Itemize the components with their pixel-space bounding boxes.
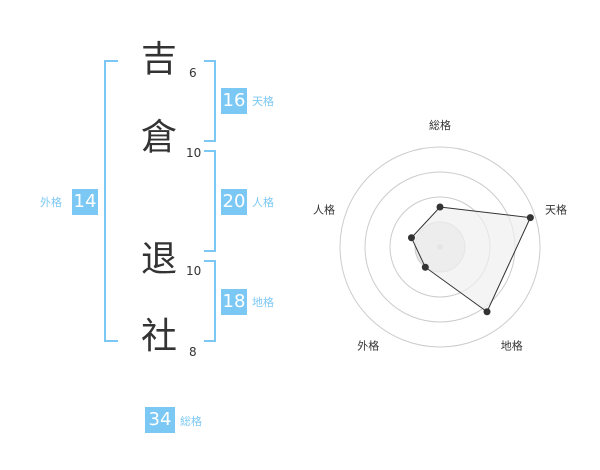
stroke-count-4: 8 <box>189 345 197 359</box>
tenkaku-value: 16 <box>221 88 247 114</box>
name-char-1: 吉 <box>141 39 178 80</box>
stroke-count-3: 10 <box>186 264 202 278</box>
gaikaku-label: 外格 <box>40 196 62 209</box>
soukaku-value: 34 <box>145 407 175 433</box>
jinkaku-label: 人格 <box>252 196 274 209</box>
chikaku-value: 18 <box>221 289 247 315</box>
tenkaku-bracket <box>204 60 216 142</box>
chikaku-bracket <box>204 260 216 342</box>
gaikaku-value: 14 <box>72 189 98 215</box>
jinkaku-value: 20 <box>221 189 247 215</box>
stroke-count-1: 6 <box>189 66 197 80</box>
radar-point-1 <box>436 203 444 211</box>
radar-point-4 <box>421 263 429 271</box>
radar-point-3 <box>483 308 491 316</box>
radar-axis-label-5: 人格 <box>313 202 335 216</box>
jinkaku-bracket <box>204 150 216 252</box>
radar-point-2 <box>526 214 534 222</box>
name-char-3: 退 <box>141 239 178 280</box>
radar-axis-label-4: 外格 <box>357 339 379 353</box>
gaikaku-bracket <box>104 60 118 342</box>
chikaku-label: 地格 <box>252 296 274 309</box>
tenkaku-label: 天格 <box>252 95 274 108</box>
radar-ring-4 <box>339 146 541 348</box>
name-char-2: 倉 <box>141 117 178 158</box>
radar-axis-label-2: 天格 <box>545 202 567 216</box>
stroke-count-2: 10 <box>186 146 202 160</box>
radar-point-5 <box>407 234 415 242</box>
radar-axis-label-1: 総格 <box>429 118 451 132</box>
name-char-4: 社 <box>141 316 178 357</box>
radar-axis-label-3: 地格 <box>501 339 523 353</box>
radar-polygon <box>410 206 532 313</box>
soukaku-label: 総格 <box>180 415 202 428</box>
